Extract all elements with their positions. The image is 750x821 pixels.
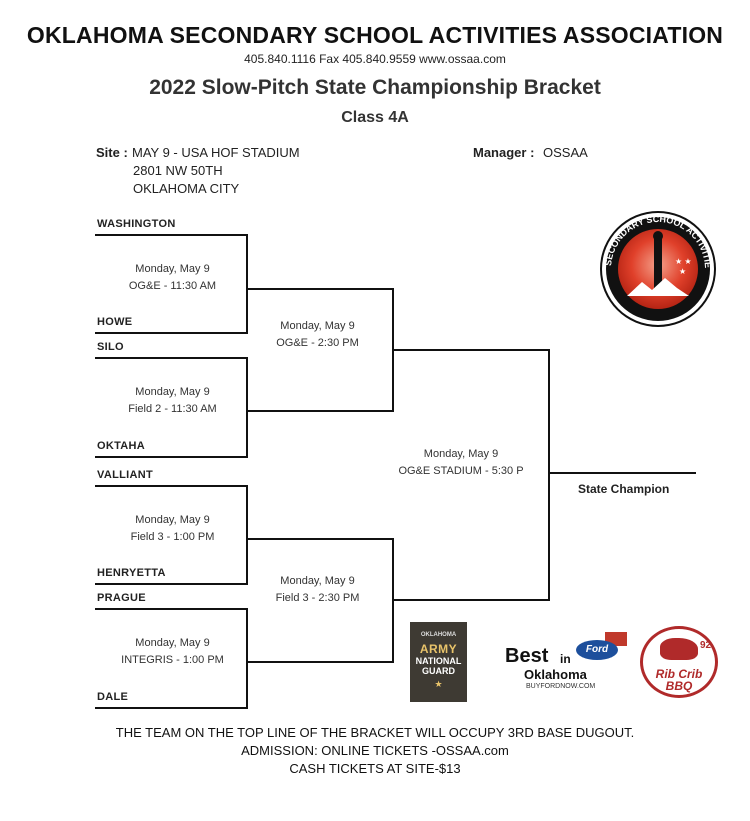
best-in-oklahoma-state: Oklahoma	[524, 667, 587, 682]
page-title: 2022 Slow-Pitch State Championship Brack…	[149, 76, 601, 99]
bracket-line	[392, 349, 550, 351]
team-name: VALLIANT	[97, 469, 153, 481]
game-location: Field 2 - 11:30 AM	[128, 403, 217, 415]
bracket-line	[95, 583, 248, 585]
rib-crib-text: Rib Crib BBQ	[648, 668, 710, 692]
organization-name: OKLAHOMA SECONDARY SCHOOL ACTIVITIES ASS…	[26, 22, 724, 48]
rib-crib-number: 92	[700, 640, 712, 651]
rib-crib-name: Rib Crib	[655, 667, 703, 681]
game-location: Field 3 - 1:00 PM	[130, 531, 215, 543]
best-in-oklahoma-in: in	[560, 652, 571, 666]
bracket-line	[246, 608, 248, 709]
bracket-line	[246, 661, 394, 663]
team-name: PRAGUE	[97, 592, 146, 604]
game-date: Monday, May 9	[135, 637, 210, 649]
bracket-line	[246, 357, 248, 458]
game-date: Monday, May 9	[280, 575, 355, 587]
bracket-line	[246, 410, 394, 412]
footer-admission: ADMISSION: ONLINE TICKETS -OSSAA.com	[241, 743, 509, 758]
game-location: OG&E - 11:30 AM	[128, 280, 217, 292]
team-name: HENRYETTA	[97, 567, 166, 579]
sponsor-army-l3: GUARD	[422, 666, 455, 676]
class-label: Class 4A	[341, 109, 409, 126]
footer-cash-tickets: CASH TICKETS AT SITE-$13	[289, 761, 461, 776]
game-location: Field 3 - 2:30 PM	[275, 592, 360, 604]
game-info-r2-g1: Monday, May 9 OG&E - 2:30 PM	[255, 318, 380, 352]
bracket-line	[95, 608, 248, 610]
ford-logo: Ford	[576, 640, 618, 660]
footer-dugout-note: THE TEAM ON THE TOP LINE OF THE BRACKET …	[115, 725, 635, 740]
team-name: HOWE	[97, 316, 133, 328]
star-icon: ★	[434, 679, 443, 689]
manager-label: Manager :	[473, 145, 535, 160]
manager-value: OSSAA	[543, 145, 588, 160]
site-line-1: MAY 9 - USA HOF STADIUM	[132, 145, 300, 160]
game-date: Monday, May 9	[135, 386, 210, 398]
bracket-line	[95, 485, 248, 487]
game-date: Monday, May 9	[135, 263, 210, 275]
ossaa-seal-icon: SECONDARY SCHOOL ACTIVITIES ASSOCIATION …	[593, 200, 719, 330]
bracket-line	[95, 707, 248, 709]
site-line-2: 2801 NW 50TH	[133, 163, 223, 178]
champion-line	[548, 472, 696, 474]
site-label: Site :	[96, 145, 128, 160]
rib-crib-bbq: BBQ	[665, 679, 693, 693]
game-location: OG&E STADIUM - 5:30 P	[398, 465, 524, 477]
team-name: OKTAHA	[97, 440, 146, 452]
game-location: OG&E - 2:30 PM	[276, 337, 359, 349]
team-name: DALE	[97, 691, 129, 703]
army-national-guard-logo: OKLAHOMA ARMY NATIONAL GUARD ★	[410, 622, 467, 702]
state-champion-label: State Champion	[578, 482, 670, 496]
bracket-line	[548, 349, 550, 601]
bracket-line	[95, 357, 248, 359]
game-info-r1-g2: Monday, May 9 Field 2 - 11:30 AM	[110, 384, 235, 418]
svg-text:★ ★: ★ ★	[675, 257, 692, 266]
game-date: Monday, May 9	[280, 320, 355, 332]
site-line-3: OKLAHOMA CITY	[133, 181, 240, 196]
bracket-line	[95, 234, 248, 236]
bracket-line	[246, 538, 394, 540]
bracket-line	[95, 332, 248, 334]
bracket-line	[246, 485, 248, 585]
team-name: WASHINGTON	[97, 218, 176, 230]
bracket-line	[392, 599, 550, 601]
game-date: Monday, May 9	[135, 514, 210, 526]
game-info-final: Monday, May 9 OG&E STADIUM - 5:30 P	[396, 446, 526, 480]
bracket-line	[246, 288, 394, 290]
best-in-oklahoma-best: Best	[505, 645, 549, 667]
pig-icon	[660, 638, 698, 660]
sponsor-army-l1: ARMY	[419, 642, 458, 656]
sponsor-army-l2: NATIONAL	[415, 656, 462, 666]
svg-text:★: ★	[679, 267, 686, 276]
bracket-line	[246, 234, 248, 334]
best-in-oklahoma-url: BUYFORDNOW.COM	[526, 683, 596, 690]
game-info-r2-g2: Monday, May 9 Field 3 - 2:30 PM	[255, 573, 380, 607]
bracket-line	[95, 456, 248, 458]
contact-info: 405.840.1116 Fax 405.840.9559 www.ossaa.…	[244, 52, 506, 66]
game-info-r1-g1: Monday, May 9 OG&E - 11:30 AM	[110, 261, 235, 295]
game-date: Monday, May 9	[423, 448, 499, 460]
team-name: SILO	[97, 341, 124, 353]
game-info-r1-g4: Monday, May 9 INTEGRIS - 1:00 PM	[110, 635, 235, 669]
sponsor-army-top: OKLAHOMA	[420, 632, 457, 638]
game-location: INTEGRIS - 1:00 PM	[121, 654, 224, 666]
game-info-r1-g3: Monday, May 9 Field 3 - 1:00 PM	[110, 512, 235, 546]
